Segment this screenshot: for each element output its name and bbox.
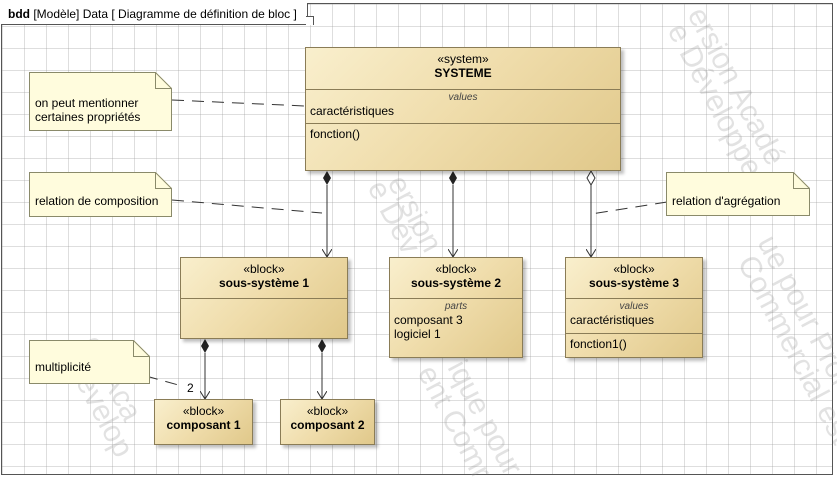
operation[interactable]: fonction1()	[570, 337, 627, 351]
block-name: sous-système 2	[410, 276, 502, 290]
part-property[interactable]: composant 3	[394, 313, 463, 327]
value-property[interactable]: caractéristiques	[570, 313, 655, 327]
compartment-title: values	[619, 301, 649, 312]
block-stereotype: «system»	[437, 52, 489, 66]
block-sous-systeme-3[interactable]: «block» sous-système 3 values caractéris…	[565, 257, 703, 358]
note-composition[interactable]: relation de composition	[29, 172, 172, 217]
empty-compartment	[181, 298, 347, 347]
compartment-title: values	[448, 92, 478, 103]
operations-compartment: fonction()	[306, 123, 620, 143]
anchor-line-properties	[171, 99, 306, 107]
block-sous-systeme-1[interactable]: «block» sous-système 1	[180, 257, 348, 339]
note-properties[interactable]: on peut mentionner certaines propriétés	[29, 72, 172, 131]
block-name: sous-système 1	[218, 276, 310, 290]
frame-keyword: bdd	[8, 7, 30, 21]
value-property[interactable]: caractéristiques	[310, 104, 395, 118]
frame-header: bdd [Modèle] Data [ Diagramme de définit…	[1, 3, 308, 25]
part-property[interactable]: logiciel 1	[394, 327, 441, 341]
multiplicity-label: 2	[187, 381, 194, 395]
block-stereotype: «block»	[243, 262, 285, 276]
block-name: SYSTEME	[434, 66, 492, 80]
block-name: composant 2	[290, 418, 365, 432]
anchor-line-composition	[171, 199, 323, 214]
note-line: relation de composition	[35, 194, 159, 208]
parts-compartment: parts composant 3 logiciel 1	[390, 298, 522, 343]
block-composant-1[interactable]: «block» composant 1	[154, 399, 253, 445]
block-systeme[interactable]: «system» SYSTEME values caractéristiques…	[305, 47, 621, 171]
block-name: composant 1	[166, 418, 241, 432]
operation[interactable]: fonction()	[310, 127, 361, 141]
note-line: multiplicité	[35, 360, 92, 374]
composition-diamond	[318, 339, 326, 353]
anchor-line-aggregation	[590, 201, 668, 215]
values-compartment: values caractéristiques	[566, 298, 702, 333]
block-stereotype: «block»	[435, 262, 477, 276]
values-compartment: values caractéristiques	[306, 89, 620, 123]
aggregation-diamond	[586, 169, 596, 187]
composition-diamond	[449, 171, 457, 185]
note-multiplicity[interactable]: multiplicité	[29, 340, 150, 384]
block-stereotype: «block»	[182, 404, 225, 418]
note-aggregation[interactable]: relation d'agrégation	[666, 172, 810, 216]
block-name: sous-système 3	[588, 276, 680, 290]
compartment-title: parts	[444, 301, 468, 312]
composition-diamond	[323, 171, 331, 185]
operations-compartment: fonction1()	[566, 333, 702, 353]
block-stereotype: «block»	[306, 404, 349, 418]
block-sous-systeme-2[interactable]: «block» sous-système 2 parts composant 3…	[389, 257, 523, 358]
note-line: certaines propriétés	[35, 110, 141, 124]
note-line: on peut mentionner	[35, 96, 139, 110]
composition-diamond	[201, 339, 209, 353]
note-line: relation d'agrégation	[672, 194, 781, 208]
block-composant-2[interactable]: «block» composant 2	[280, 399, 375, 445]
anchor-line-multiplicity	[145, 375, 183, 387]
block-stereotype: «block»	[613, 262, 655, 276]
frame-title: [Modèle] Data [ Diagramme de définition …	[33, 7, 297, 21]
